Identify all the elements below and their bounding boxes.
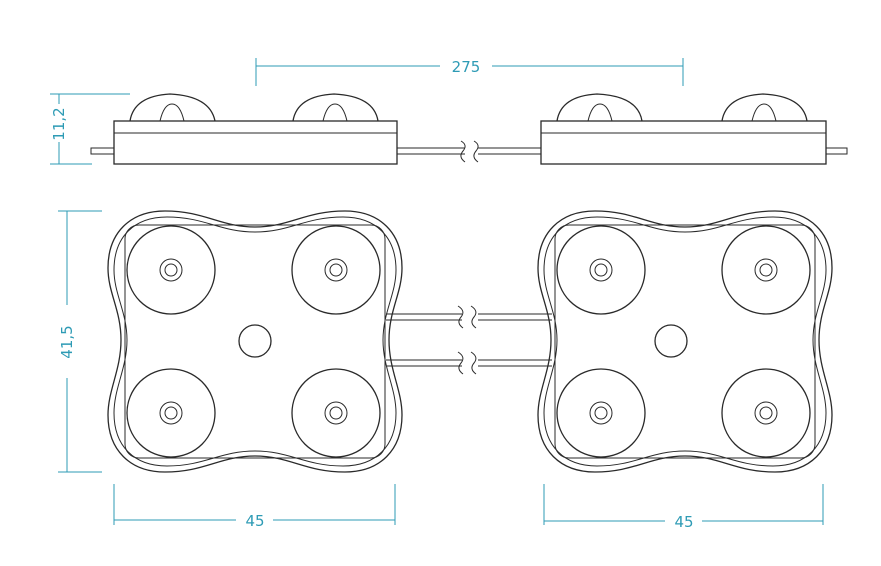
dimension-spacing: 275 <box>255 58 684 86</box>
dimension-spacing-label: 275 <box>452 58 481 76</box>
dimension-width-right: 45 <box>543 484 824 531</box>
dimension-width-right-label: 45 <box>674 513 693 531</box>
dimension-length: 41,5 <box>58 210 102 473</box>
dimension-width-left: 45 <box>113 484 396 530</box>
dimension-height: 11,2 <box>50 93 130 165</box>
top-cables <box>386 305 552 375</box>
side-cable <box>397 140 541 163</box>
top-module-right <box>537 210 833 473</box>
dimension-length-label: 41,5 <box>58 325 76 358</box>
dimension-width-left-label: 45 <box>245 512 264 530</box>
side-module-left <box>90 93 398 165</box>
side-view <box>90 93 848 165</box>
side-module-right <box>540 93 848 165</box>
dimension-height-label: 11,2 <box>50 107 68 140</box>
top-module-left <box>107 210 403 473</box>
top-view <box>107 210 833 473</box>
